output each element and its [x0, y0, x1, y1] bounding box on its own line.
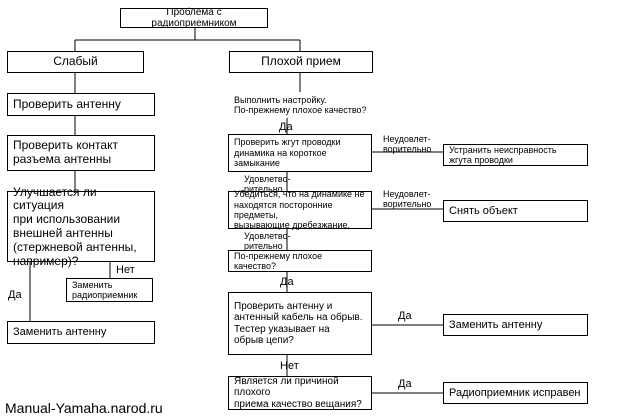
- node-check-cable: Проверить антенну и антенный кабель на о…: [228, 292, 372, 355]
- label-yes-left: Да: [8, 289, 22, 301]
- node-fix-harness: Устранить неисправность жгута проводки: [443, 144, 588, 166]
- node-replace-antenna-left: Заменить антенну: [7, 321, 155, 344]
- label-satisfactory-1: Удовлетво- рительно: [244, 174, 291, 195]
- node-check-harness: Проверить жгут проводки динамика на коро…: [228, 134, 372, 172]
- label-unsatisfactory-2: Неудовлет- ворительно: [383, 189, 432, 210]
- label-yes-still: Да: [280, 276, 294, 288]
- node-bad-reception: Плохой прием: [229, 51, 373, 73]
- label-satisfactory-2: Удовлетво- рительно: [244, 231, 291, 252]
- node-check-contact: Проверить контакт разъема антенны: [7, 135, 155, 171]
- node-reception-quality-text: Является ли причиной плохого приема каче…: [234, 375, 362, 410]
- label-yes-tune: Да: [279, 121, 293, 133]
- label-unsatisfactory-1: Неудовлет- ворительно: [383, 134, 432, 155]
- node-check-antenna-text: Проверить антенну: [13, 96, 121, 111]
- node-remove-object: Снять объект: [443, 200, 588, 222]
- label-no-left: Нет: [116, 264, 135, 276]
- label-yes-cable: Да: [398, 310, 412, 322]
- node-check-speaker: Убедиться, что на динамике не находятся …: [228, 189, 372, 231]
- node-weak: Слабый: [7, 51, 144, 73]
- node-still-bad-text: По-прежнему плохое качество?: [234, 250, 323, 271]
- label-no-cable: Нет: [280, 360, 299, 372]
- node-bad-reception-text: Плохой прием: [261, 54, 341, 69]
- label-yes-reception: Да: [398, 378, 412, 390]
- node-root: Проблема с радиоприемником: [120, 6, 268, 30]
- node-check-speaker-text: Убедиться, что на динамике не находятся …: [234, 189, 365, 231]
- node-root-text: Проблема с радиоприемником: [151, 6, 237, 30]
- watermark-text: Manual-Yamaha.narod.ru: [5, 400, 163, 416]
- node-radio-ok: Радиоприемник исправен: [443, 382, 588, 404]
- node-tune: Выполнить настройку. По-прежнему плохое …: [228, 92, 373, 118]
- node-replace-antenna-right-text: Заменить антенну: [449, 318, 543, 331]
- node-radio-ok-text: Радиоприемник исправен: [449, 386, 581, 399]
- node-tune-text: Выполнить настройку. По-прежнему плохое …: [234, 94, 367, 115]
- node-check-cable-text: Проверить антенну и антенный кабель на о…: [234, 300, 363, 347]
- node-replace-radio-text: Заменить радиоприемник: [72, 279, 138, 300]
- node-fix-harness-text: Устранить неисправность жгута проводки: [449, 144, 557, 165]
- node-weak-text: Слабый: [53, 54, 98, 69]
- node-replace-radio: Заменить радиоприемник: [66, 278, 153, 302]
- node-reception-quality: Является ли причиной плохого приема каче…: [228, 376, 372, 410]
- node-still-bad: По-прежнему плохое качество?: [228, 250, 372, 272]
- node-check-contact-text: Проверить контакт разъема антенны: [13, 138, 118, 166]
- node-external-antenna: Улучшается ли ситуация при использовании…: [7, 185, 155, 267]
- node-check-harness-text: Проверить жгут проводки динамика на коро…: [234, 137, 341, 169]
- node-replace-antenna-left-text: Заменить антенну: [13, 326, 107, 339]
- node-remove-object-text: Снять объект: [449, 204, 518, 217]
- node-check-antenna: Проверить антенну: [7, 93, 155, 116]
- node-replace-antenna-right: Заменить антенну: [443, 314, 588, 336]
- node-external-antenna-text: Улучшается ли ситуация при использовании…: [13, 184, 137, 268]
